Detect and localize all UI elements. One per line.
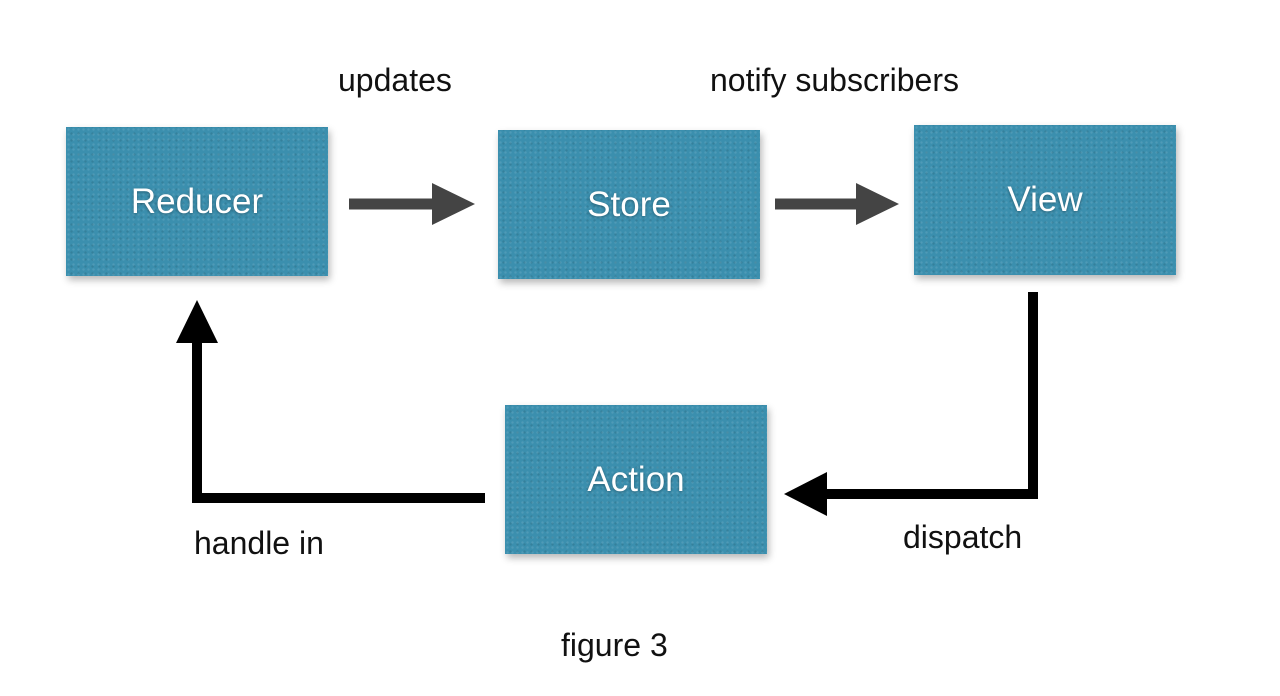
action-node: Action [505,405,767,554]
arrow-reducer-to-store [349,183,475,225]
reducer-node: Reducer [66,127,328,276]
view-node: View [914,125,1176,275]
edge-label-updates: updates [338,62,452,98]
edge-label-notify-subscribers: notify subscribers [710,62,959,98]
action-label: Action [587,459,685,499]
view-label: View [1007,180,1083,219]
store-node: Store [498,130,760,279]
arrow-view-to-action [784,292,1038,516]
store-label: Store [587,184,671,224]
reducer-label: Reducer [130,181,264,221]
edge-label-dispatch: dispatch [903,519,1023,555]
arrow-action-to-reducer [176,300,485,503]
figure-caption: figure 3 [561,627,668,663]
edge-label-handle-in: handle in [194,525,324,561]
arrow-store-to-view [775,183,899,225]
